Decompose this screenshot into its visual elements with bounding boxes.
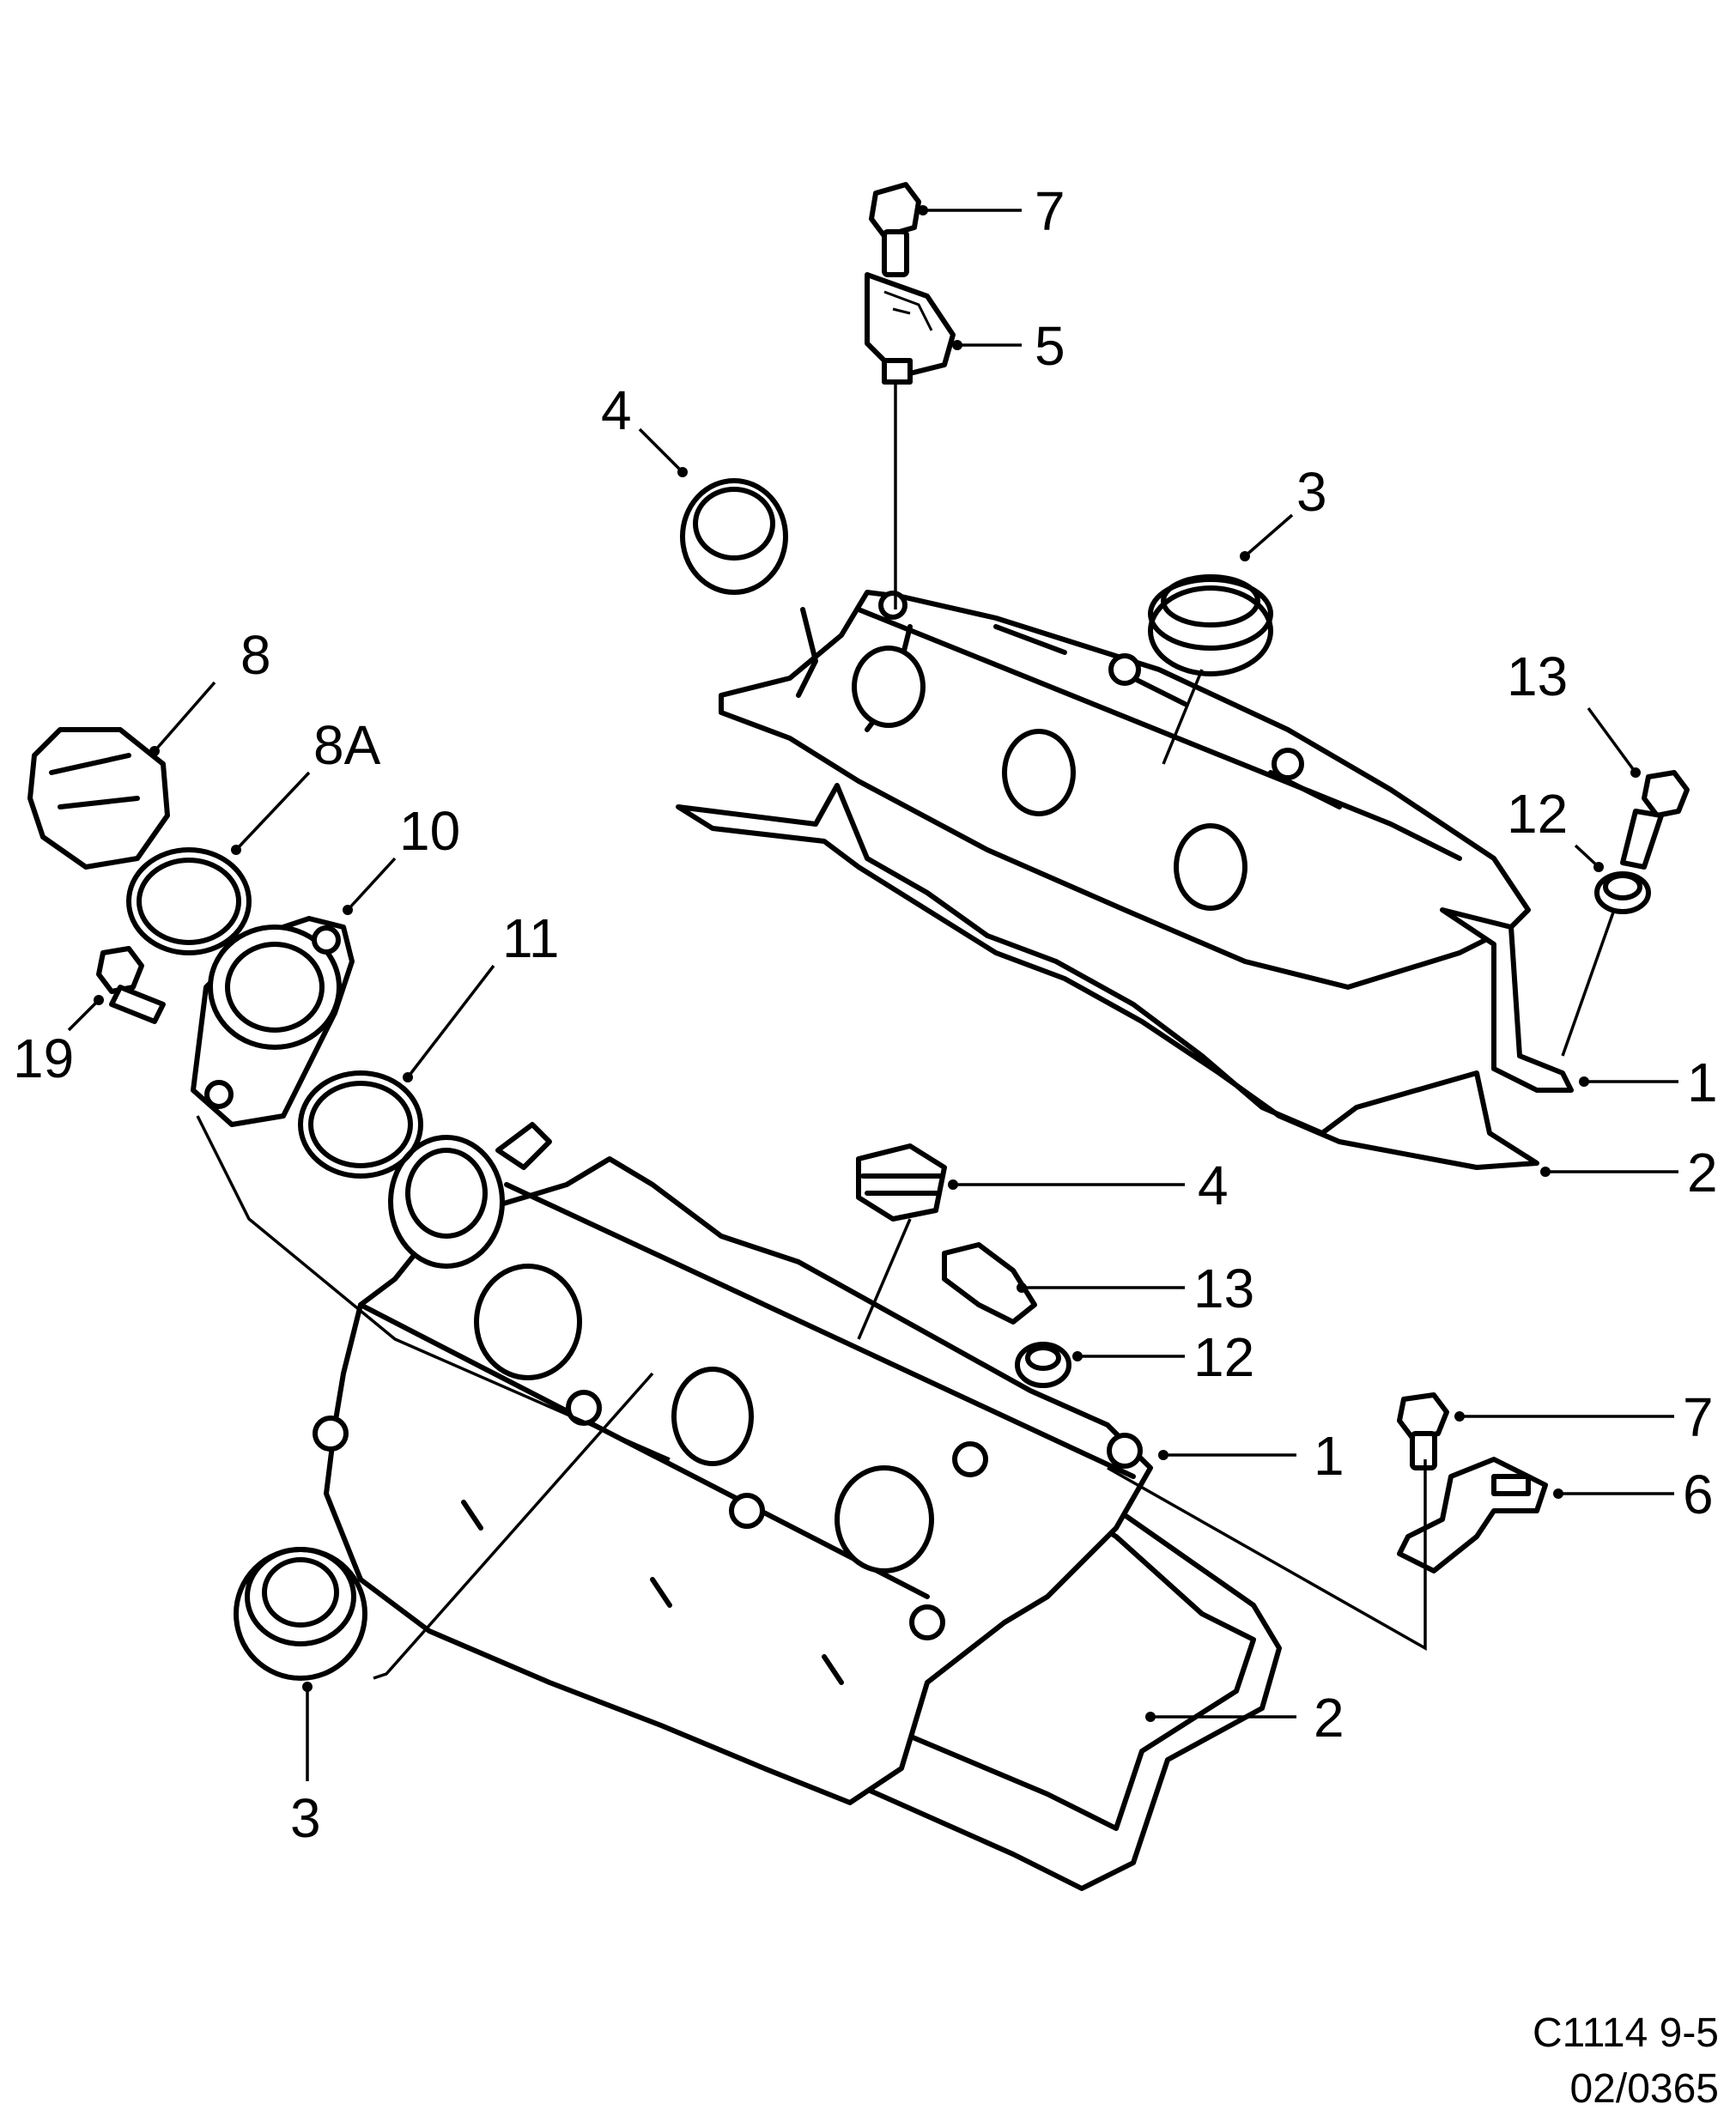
callout-10: 10 [343,800,460,915]
callout-label: 13 [1193,1258,1254,1319]
bracket-5 [865,272,956,385]
callout-label: 12 [1507,783,1568,845]
callout-1-upper: 1 [1579,1052,1718,1113]
callout-3-lower: 3 [290,1682,321,1849]
callout-7-lower: 7 [1454,1386,1714,1448]
callout-label: 10 [399,800,460,862]
callout-13-upper: 13 [1507,646,1641,778]
callout-12-upper: 12 [1507,783,1604,872]
callout-4-lower: 4 [948,1155,1229,1216]
bolt-13-upper [1620,770,1690,870]
bolt-19 [96,946,166,1024]
callout-label: 4 [1198,1155,1229,1216]
bolt-7-lower [1397,1392,1449,1470]
callout-1-lower: 1 [1158,1425,1344,1487]
callout-label: 4 [601,379,632,441]
callout-13-lower: 13 [1017,1258,1254,1319]
callout-label: 13 [1507,646,1568,707]
callout-label: 11 [502,907,559,969]
washer-12-upper [1594,871,1651,914]
upper-valve-cover [719,590,1574,1093]
callout-label: 8A [313,714,381,776]
callout-6: 6 [1553,1464,1714,1525]
callout-label: 7 [1035,180,1065,242]
callout-8: 8 [149,624,271,756]
o-ring-8a [126,847,252,955]
callout-3-upper: 3 [1240,461,1327,561]
plug-4-lower [856,1143,947,1222]
washer-12-lower [1015,1342,1071,1388]
callout-2-upper: 2 [1540,1142,1718,1203]
callout-label: 3 [290,1787,321,1849]
callout-label: 7 [1683,1386,1714,1448]
bolt-7-upper [869,182,921,277]
filler-cap-8 [27,727,170,870]
callout-2-lower: 2 [1145,1687,1344,1749]
callout-label: 2 [1314,1687,1344,1749]
o-ring-11 [298,1070,423,1179]
callout-7-upper: 7 [918,180,1065,242]
callout-8a: 8A [231,714,381,855]
filler-neck-10 [191,916,355,1127]
upper-valve-cover-gasket [676,783,1539,1170]
callout-label: 8 [240,624,271,686]
callout-label: 3 [1296,461,1327,523]
seal-3-lower [234,1547,367,1681]
bracket-6 [1397,1457,1548,1573]
plug-4-upper [680,478,788,595]
callout-11: 11 [403,907,559,1082]
drawing-code: C1114 9-5 [1532,2010,1719,2056]
callout-label: 12 [1193,1326,1254,1388]
callout-label: 2 [1687,1142,1718,1203]
callout-label: 6 [1683,1464,1714,1525]
callout-label: 1 [1314,1425,1344,1487]
lower-valve-cover [313,1122,1153,1805]
stud-13-lower [942,1242,1037,1325]
seal-3-upper [1148,574,1273,676]
assembly-lines [196,382,1616,1680]
callout-4-upper: 4 [601,379,688,477]
callout-5: 5 [952,315,1065,377]
callout-12-lower: 12 [1072,1326,1254,1388]
callout-label: 5 [1035,315,1065,377]
callout-label: 19 [13,1028,74,1089]
callout-label: 1 [1687,1052,1718,1113]
drawing-date-code: 02/0365 [1569,2066,1719,2112]
callout-19: 19 [13,995,104,1089]
